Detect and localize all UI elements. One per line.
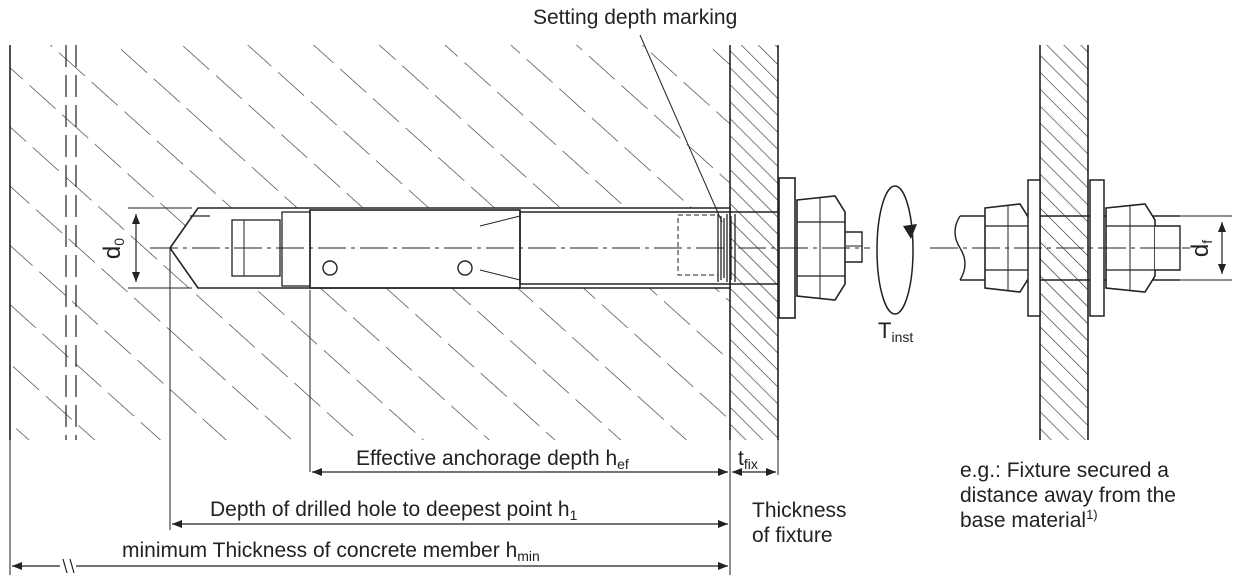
- torque-symbol: [876, 185, 917, 315]
- extension-lines: [9, 248, 779, 575]
- min-thickness-label: minimum Thickness of concrete member hmi…: [122, 539, 540, 564]
- tinst-label: Tinst: [878, 318, 914, 345]
- drilled-hole-depth-label: Depth of drilled hole to deepest point h…: [210, 498, 578, 523]
- setting-depth-leader: [639, 34, 723, 223]
- d0-dimension: [128, 207, 192, 289]
- df-label: df: [1187, 239, 1216, 258]
- distance-fixture-note: e.g.: Fixture secured a distance away fr…: [960, 459, 1176, 532]
- thickness-of-fixture-label: Thickness of fixture: [752, 499, 847, 547]
- tfix-label: tfix: [738, 447, 758, 472]
- setting-depth-marking-label: Setting depth marking: [533, 6, 738, 29]
- dimension-lines: [12, 468, 776, 574]
- fixture-plate: [730, 45, 779, 440]
- effective-anchorage-depth-label: Effective anchorage depth hef: [356, 447, 629, 472]
- distance-fixture-detail: [930, 45, 1232, 440]
- d0-label: d0: [99, 237, 128, 260]
